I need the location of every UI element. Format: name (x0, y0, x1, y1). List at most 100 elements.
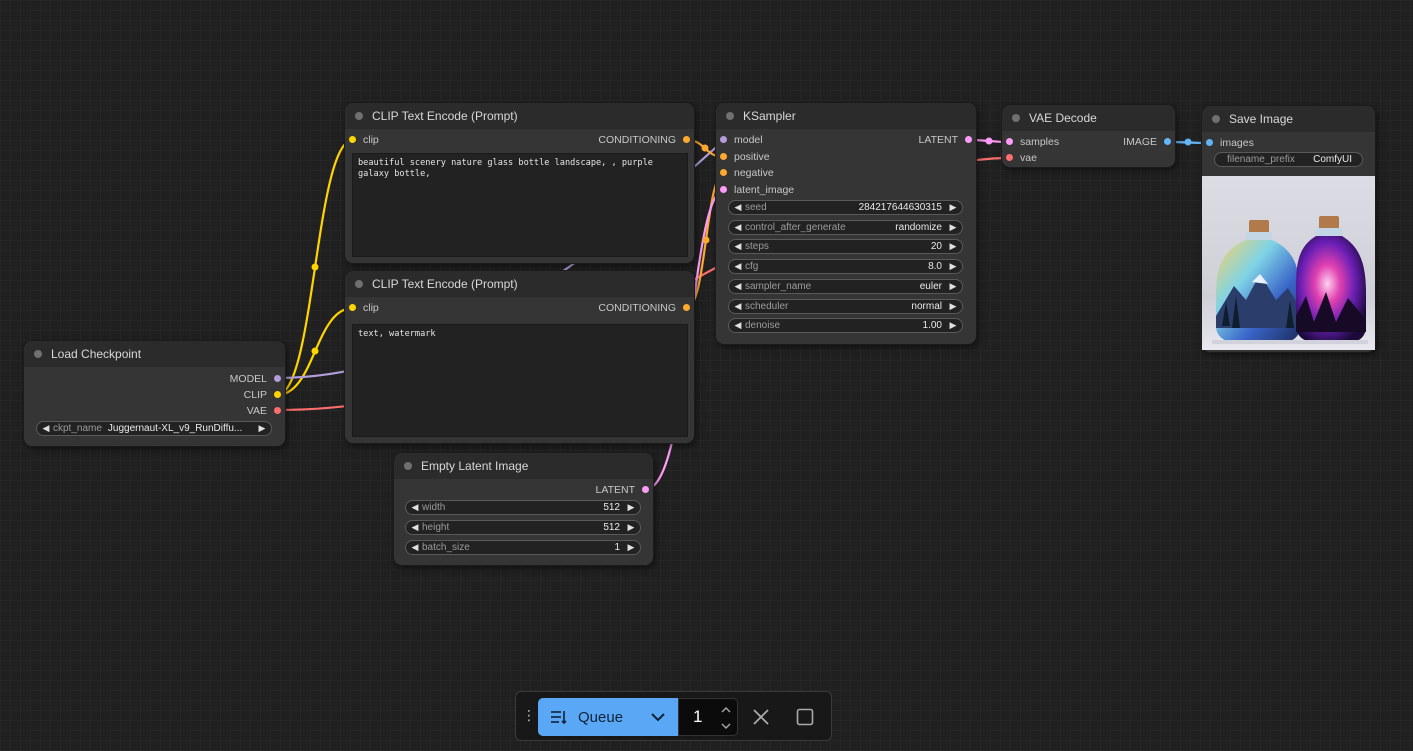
batch-count-input[interactable]: 1 (678, 698, 738, 736)
collapse-dot-icon[interactable] (355, 280, 363, 288)
output-conditioning[interactable]: CONDITIONING (598, 133, 690, 147)
latent-socket-icon[interactable] (642, 486, 649, 493)
input-samples[interactable]: samples (1006, 135, 1059, 149)
clip-socket-icon[interactable] (349, 136, 356, 143)
widget-label: scheduler (745, 301, 789, 312)
image-socket-icon[interactable] (1164, 138, 1171, 145)
node-title-bar[interactable]: Empty Latent Image (394, 453, 653, 479)
chevron-down-icon[interactable] (650, 709, 666, 725)
arrow-right-icon[interactable]: ▶ (949, 202, 957, 212)
output-latent[interactable]: LATENT (596, 483, 649, 497)
arrow-left-icon[interactable]: ◀ (734, 261, 742, 271)
latent-socket-icon[interactable] (965, 136, 972, 143)
drag-grip-icon[interactable]: ⋮ (522, 707, 536, 723)
chevron-down-small-icon[interactable] (720, 720, 732, 732)
clip-text-encode-positive-node[interactable]: CLIP Text Encode (Prompt) clip CONDITION… (345, 103, 694, 263)
arrow-right-icon[interactable]: ▶ (627, 542, 635, 552)
output-latent[interactable]: LATENT (919, 133, 972, 147)
clip-text-encode-negative-node[interactable]: CLIP Text Encode (Prompt) clip CONDITION… (345, 271, 694, 443)
sampler-name-widget[interactable]: ◀ sampler_name euler ▶ (728, 279, 963, 294)
load-checkpoint-node[interactable]: Load Checkpoint MODEL CLIP VAE ◀ ckpt_na… (24, 341, 285, 446)
latent-socket-icon[interactable] (1006, 138, 1013, 145)
close-icon[interactable] (752, 708, 770, 726)
control-after-generate-widget[interactable]: ◀ control_after_generate randomize ▶ (728, 220, 963, 235)
node-title-bar[interactable]: Save Image (1202, 106, 1375, 132)
collapse-dot-icon[interactable] (34, 350, 42, 358)
collapse-dot-icon[interactable] (726, 112, 734, 120)
ksampler-node[interactable]: KSampler model positive negative latent_… (716, 103, 976, 344)
arrow-right-icon[interactable]: ▶ (627, 522, 635, 532)
arrow-left-icon[interactable]: ◀ (42, 423, 50, 433)
arrow-right-icon[interactable]: ▶ (949, 301, 957, 311)
vae-socket-icon[interactable] (274, 407, 281, 414)
chevron-up-icon[interactable] (720, 704, 732, 716)
collapse-dot-icon[interactable] (404, 462, 412, 470)
empty-latent-image-node[interactable]: Empty Latent Image LATENT ◀ width 512 ▶ … (394, 453, 653, 565)
filename-prefix-widget[interactable]: filename_prefix ComfyUI (1214, 152, 1363, 167)
arrow-right-icon[interactable]: ▶ (949, 320, 957, 330)
input-images[interactable]: images (1206, 136, 1254, 150)
denoise-widget[interactable]: ◀ denoise 1.00 ▶ (728, 318, 963, 333)
model-socket-icon[interactable] (720, 136, 727, 143)
model-socket-icon[interactable] (274, 375, 281, 382)
conditioning-socket-icon[interactable] (720, 153, 727, 160)
image-socket-icon[interactable] (1206, 139, 1213, 146)
latent-socket-icon[interactable] (720, 186, 727, 193)
arrow-left-icon[interactable]: ◀ (411, 542, 419, 552)
seed-widget[interactable]: ◀ seed 284217644630315 ▶ (728, 200, 963, 215)
arrow-right-icon[interactable]: ▶ (949, 281, 957, 291)
output-image[interactable]: IMAGE (1123, 135, 1171, 149)
input-vae[interactable]: vae (1006, 151, 1037, 165)
collapse-dot-icon[interactable] (1012, 114, 1020, 122)
node-title-bar[interactable]: Load Checkpoint (24, 341, 285, 367)
arrow-left-icon[interactable]: ◀ (734, 281, 742, 291)
ckpt-name-widget[interactable]: ◀ ckpt_name Juggernaut-XL_v9_RunDiffu...… (36, 421, 272, 436)
input-clip[interactable]: clip (349, 133, 379, 147)
arrow-left-icon[interactable]: ◀ (734, 301, 742, 311)
input-negative[interactable]: negative (720, 166, 774, 180)
prompt-textarea[interactable]: beautiful scenery nature glass bottle la… (352, 153, 688, 257)
node-title-bar[interactable]: CLIP Text Encode (Prompt) (345, 271, 694, 297)
arrow-left-icon[interactable]: ◀ (734, 241, 742, 251)
steps-widget[interactable]: ◀ steps 20 ▶ (728, 239, 963, 254)
queue-button[interactable]: Queue (538, 698, 678, 736)
stop-square-icon[interactable] (796, 708, 814, 726)
input-latent-image[interactable]: latent_image (720, 183, 794, 197)
arrow-left-icon[interactable]: ◀ (734, 202, 742, 212)
batch-size-widget[interactable]: ◀ batch_size 1 ▶ (405, 540, 641, 555)
conditioning-socket-icon[interactable] (683, 304, 690, 311)
height-widget[interactable]: ◀ height 512 ▶ (405, 520, 641, 535)
output-clip[interactable]: CLIP (244, 388, 281, 402)
conditioning-socket-icon[interactable] (720, 169, 727, 176)
width-widget[interactable]: ◀ width 512 ▶ (405, 500, 641, 515)
input-clip[interactable]: clip (349, 301, 379, 315)
conditioning-socket-icon[interactable] (683, 136, 690, 143)
node-title-bar[interactable]: VAE Decode (1002, 105, 1175, 131)
node-title-bar[interactable]: KSampler (716, 103, 976, 129)
output-conditioning[interactable]: CONDITIONING (598, 301, 690, 315)
scheduler-widget[interactable]: ◀ scheduler normal ▶ (728, 299, 963, 314)
node-title-bar[interactable]: CLIP Text Encode (Prompt) (345, 103, 694, 129)
arrow-left-icon[interactable]: ◀ (411, 502, 419, 512)
collapse-dot-icon[interactable] (1212, 115, 1220, 123)
arrow-left-icon[interactable]: ◀ (734, 320, 742, 330)
arrow-left-icon[interactable]: ◀ (734, 222, 742, 232)
input-positive[interactable]: positive (720, 150, 770, 164)
output-model[interactable]: MODEL (230, 372, 281, 386)
vae-decode-node[interactable]: VAE Decode samples vae IMAGE (1002, 105, 1175, 167)
clip-socket-icon[interactable] (349, 304, 356, 311)
arrow-left-icon[interactable]: ◀ (411, 522, 419, 532)
arrow-right-icon[interactable]: ▶ (627, 502, 635, 512)
collapse-dot-icon[interactable] (355, 112, 363, 120)
clip-socket-icon[interactable] (274, 391, 281, 398)
vae-socket-icon[interactable] (1006, 154, 1013, 161)
output-preview-image[interactable] (1202, 176, 1375, 350)
arrow-right-icon[interactable]: ▶ (949, 222, 957, 232)
prompt-textarea[interactable]: text, watermark (352, 324, 688, 437)
arrow-right-icon[interactable]: ▶ (949, 241, 957, 251)
arrow-right-icon[interactable]: ▶ (258, 423, 266, 433)
input-model[interactable]: model (720, 133, 763, 147)
arrow-right-icon[interactable]: ▶ (949, 261, 957, 271)
cfg-widget[interactable]: ◀ cfg 8.0 ▶ (728, 259, 963, 274)
output-vae[interactable]: VAE (247, 404, 281, 418)
